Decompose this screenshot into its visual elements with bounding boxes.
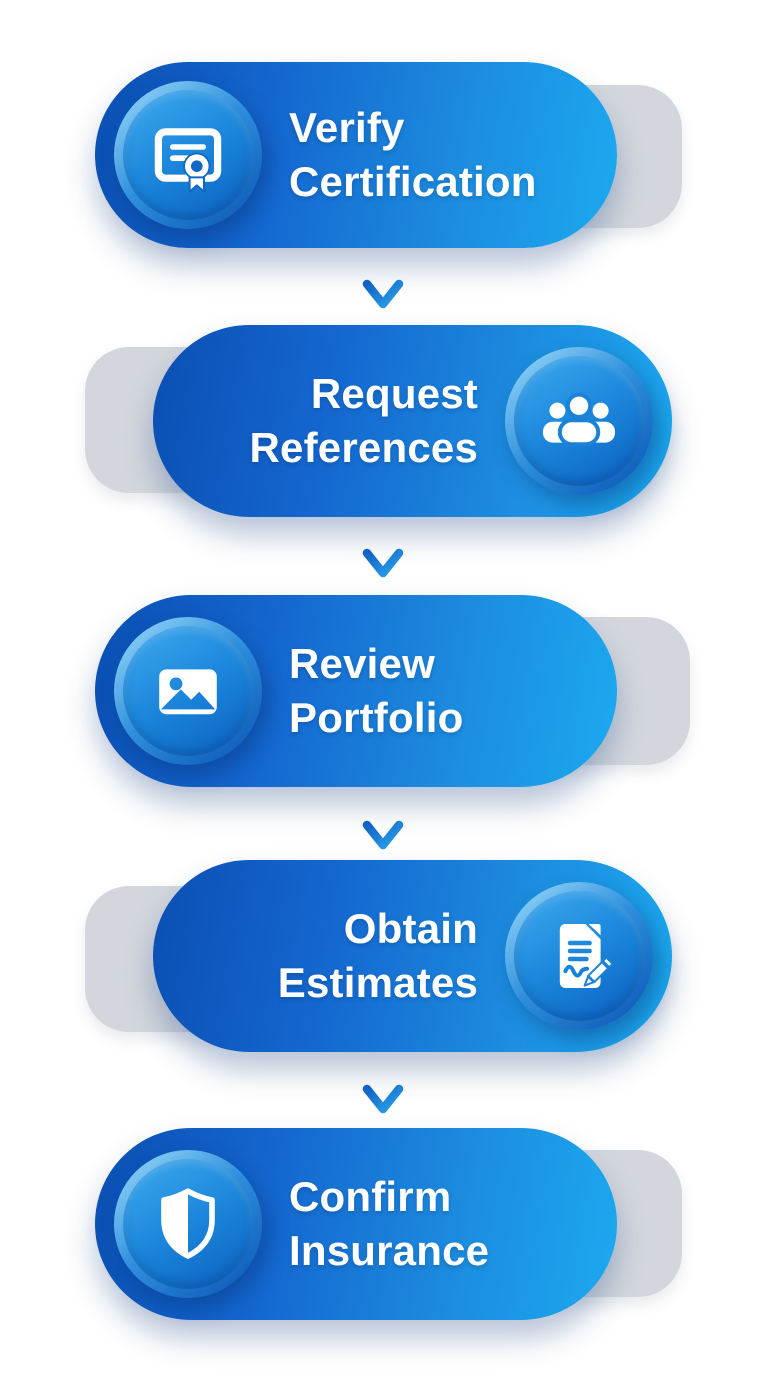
down-arrow-icon — [361, 526, 405, 580]
icon-disc — [123, 90, 253, 220]
step-title: Confirm Insurance — [262, 1170, 617, 1278]
icon-badge — [114, 1150, 262, 1298]
icon-disc — [123, 626, 253, 756]
icon-disc — [123, 1159, 253, 1289]
icon-badge — [114, 617, 262, 765]
step-title-line1: Verify — [289, 104, 405, 151]
step-pill-request-references: Request References — [153, 325, 672, 517]
step-title-line1: Review — [289, 640, 435, 687]
certificate-icon — [154, 128, 222, 193]
step-title-line2: Insurance — [289, 1227, 490, 1274]
step-pill-confirm-insurance: Confirm Insurance — [95, 1128, 617, 1320]
icon-badge — [505, 347, 653, 495]
step-pill-verify-certification: Verify Certification — [95, 62, 617, 248]
step-title-line1: Request — [310, 370, 478, 417]
step-title: Obtain Estimates — [153, 902, 505, 1010]
step-title-line2: Certification — [289, 158, 537, 205]
document-edit-icon — [559, 924, 615, 988]
image-icon — [159, 669, 217, 715]
step-title: Verify Certification — [262, 101, 617, 209]
icon-badge — [505, 882, 653, 1030]
step-title-line1: Confirm — [289, 1173, 452, 1220]
step-title-line1: Obtain — [343, 905, 478, 952]
group-icon — [543, 392, 615, 447]
step-title-line2: References — [249, 424, 478, 471]
icon-disc — [514, 356, 644, 486]
down-arrow-icon — [361, 257, 405, 311]
down-arrow-icon — [361, 798, 405, 852]
step-title-line2: Estimates — [277, 959, 478, 1006]
step-title: Request References — [153, 367, 505, 475]
icon-disc — [514, 891, 644, 1021]
down-arrow-icon — [361, 1062, 405, 1116]
icon-badge — [114, 81, 262, 229]
step-title: Review Portfolio — [262, 637, 617, 745]
step-title-line2: Portfolio — [289, 694, 464, 741]
step-pill-review-portfolio: Review Portfolio — [95, 595, 617, 787]
step-pill-obtain-estimates: Obtain Estimates — [153, 860, 672, 1052]
shield-icon — [161, 1188, 215, 1259]
